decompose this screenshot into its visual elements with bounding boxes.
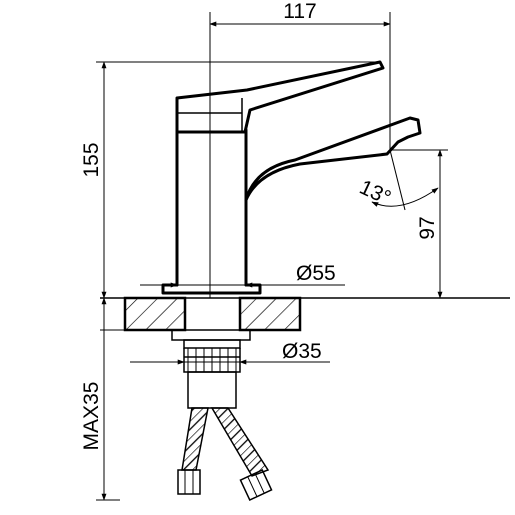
dim-label-97: 97 [416, 216, 439, 239]
deck-section [100, 296, 510, 332]
dim-mount-diameter: Ø35 [130, 340, 330, 365]
handle [175, 60, 385, 134]
dim-angle: 13° [356, 149, 439, 211]
dim-max-deck: MAX35 [80, 297, 120, 501]
dim-label-max35: MAX35 [80, 382, 103, 451]
mounting-shank [171, 329, 251, 409]
dim-spout-reach: 117 [209, 0, 391, 298]
dim-label-155: 155 [80, 142, 103, 177]
dim-base-diameter: Ø55 [140, 262, 345, 288]
dim-label-117: 117 [283, 0, 316, 23]
hose-nut-left [177, 469, 201, 495]
dim-spout-height: 97 [390, 149, 448, 299]
faucet-body [161, 60, 422, 295]
hose-nut-right [239, 468, 273, 502]
dim-label-55: Ø55 [296, 262, 336, 285]
flexible-hoses [177, 407, 273, 502]
dim-total-height: 155 [80, 61, 380, 299]
dim-label-13deg: 13° [356, 176, 395, 210]
spout [244, 116, 422, 202]
dim-label-35: Ø35 [282, 340, 322, 363]
